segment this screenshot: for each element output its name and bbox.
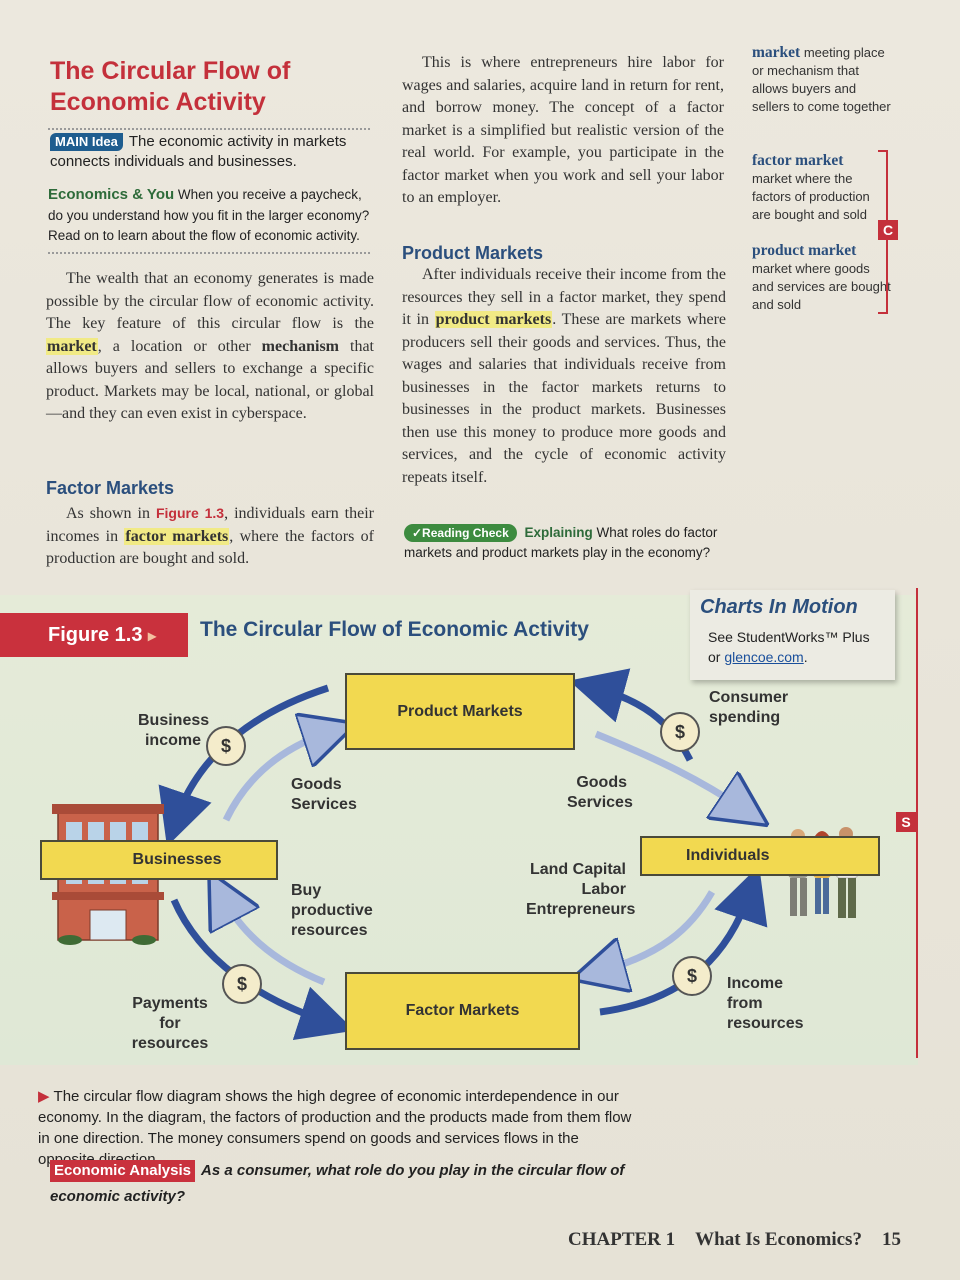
term-mechanism: mechanism — [261, 337, 339, 355]
main-idea-badge: MAIN Idea — [50, 133, 123, 151]
factor-markets-paragraph: As shown in Figure 1.3, individuals earn… — [46, 502, 374, 571]
divider — [48, 252, 370, 254]
marker-s: S — [896, 812, 916, 832]
marker-c: C — [878, 220, 898, 240]
label-income-from-resources: Income from resources — [727, 975, 804, 1032]
text-span: The wealth that an economy generates is … — [46, 270, 374, 332]
reading-check-label: Explaining — [524, 525, 593, 540]
label-goods-services-right: Goods Services — [567, 774, 633, 811]
label-goods-services-left: Goods Services — [291, 776, 357, 813]
glossary-term: factor market — [752, 152, 844, 169]
page-title: The Circular Flow of Economic Activity — [50, 57, 291, 116]
caption-arrow-icon: ▶ — [38, 1088, 50, 1105]
arrow-goods-to-product — [222, 732, 330, 822]
term-market[interactable]: market — [46, 337, 98, 355]
charts-in-motion-box: Charts In Motion See StudentWorks™ Plus … — [690, 590, 895, 680]
glossary-def: market where the factors of production a… — [752, 171, 870, 222]
text-span: that allows buyers and sellers to exchan… — [46, 337, 375, 423]
footer-chapter: CHAPTER 1 — [568, 1229, 676, 1250]
page-number: 15 — [881, 1229, 901, 1250]
arrow-buy-resources — [222, 896, 326, 986]
figure-tab: Figure 1.3 ▸ — [0, 613, 188, 657]
intro-paragraph: The wealth that an economy generates is … — [46, 268, 374, 426]
divider — [48, 128, 370, 130]
text-span: , individuals earn their incomes in — [46, 505, 375, 545]
text-span: , where the factors of production are bo… — [46, 527, 374, 568]
product-markets-heading: Product Markets — [402, 243, 544, 263]
text-span: , a location or other — [97, 337, 262, 355]
dollar-coin-icon: $ — [672, 956, 712, 996]
reading-check: ✓Reading Check Explaining What roles do … — [404, 523, 734, 563]
businesses-box: Businesses — [40, 840, 278, 880]
factor-markets-heading: Factor Markets — [46, 478, 175, 498]
glossary-term: market — [752, 44, 801, 61]
product-markets-box: Product Markets — [345, 673, 575, 750]
text-span: As shown in — [66, 505, 156, 522]
individuals-box: Individuals — [640, 836, 880, 876]
text-span: . — [803, 649, 808, 665]
glossary-product-market: product market market where goods and se… — [752, 242, 892, 314]
figure-caption: ▶The circular flow diagram shows the hig… — [38, 1086, 638, 1170]
economic-analysis-question: As a consumer, what role do you play in … — [50, 1162, 625, 1205]
glossary-term: product market — [752, 242, 857, 259]
figure-rule — [916, 588, 918, 1058]
glencoe-link[interactable]: glencoe.com — [724, 649, 804, 665]
column2-paragraph: This is where entrepreneurs hire labor f… — [402, 54, 724, 206]
charts-in-motion-title: Charts In Motion — [700, 596, 858, 618]
economic-analysis-badge: Economic Analysis — [50, 1160, 195, 1182]
econ-you-label: Economics & You — [48, 186, 175, 203]
dollar-coin-icon: $ — [206, 726, 246, 766]
charts-in-motion-text: See StudentWorks™ Plus or glencoe.com. — [700, 627, 885, 667]
figure-tab-arrow: ▸ — [148, 628, 157, 645]
label-land-capital-labor: Land Capital Labor Entrepreneurs — [526, 861, 636, 918]
figure-number: Figure 1.3 — [48, 624, 143, 646]
glossary-def: market where goods and services are boug… — [752, 261, 891, 312]
figure-reference-link[interactable]: Figure 1.3 — [155, 505, 225, 521]
economics-and-you: Economics & You When you receive a paych… — [48, 185, 373, 247]
glossary-def: meeting place or mechanism that allows b… — [752, 45, 891, 114]
reading-check-question: What roles do factor markets and product… — [404, 525, 718, 560]
caption-text: The circular flow diagram shows the high… — [38, 1088, 632, 1168]
label-business-income: Business income — [138, 712, 210, 749]
reading-check-badge: ✓Reading Check — [404, 524, 517, 542]
glossary-market: market meeting place or mechanism that a… — [752, 44, 892, 116]
econ-you-text: When you receive a paycheck, do you unde… — [48, 187, 370, 243]
page-footer: CHAPTER 1 What Is Economics? 15 — [568, 1229, 921, 1251]
text-span: After individuals receive their income f… — [402, 266, 726, 328]
glossary-factor-market: factor market market where the factors o… — [752, 152, 892, 224]
text-span: See StudentWorks™ Plus or — [708, 629, 870, 665]
factor-markets-box: Factor Markets — [345, 972, 580, 1050]
label-consumer-spending: Consumer spending — [709, 689, 789, 726]
dollar-coin-icon: $ — [660, 712, 700, 752]
arrow-land-capital — [598, 890, 716, 972]
term-product-markets[interactable]: product markets — [434, 311, 553, 328]
footer-title: What Is Economics? — [695, 1229, 862, 1250]
product-markets-paragraph: After individuals receive their income f… — [402, 264, 726, 489]
dollar-coin-icon: $ — [222, 964, 262, 1004]
term-factor-markets[interactable]: factor markets — [124, 527, 230, 545]
label-buy-productive-resources: Buy productive resources — [291, 882, 373, 939]
label-payments-for-resources: Payments for resources — [131, 995, 209, 1052]
arrow-goods-to-individuals — [594, 730, 745, 810]
figure-title: The Circular Flow of Economic Activity — [200, 618, 589, 641]
main-idea-text: The economic activity in markets connect… — [50, 133, 347, 170]
text-span: . These are markets where producers sell… — [402, 311, 726, 486]
